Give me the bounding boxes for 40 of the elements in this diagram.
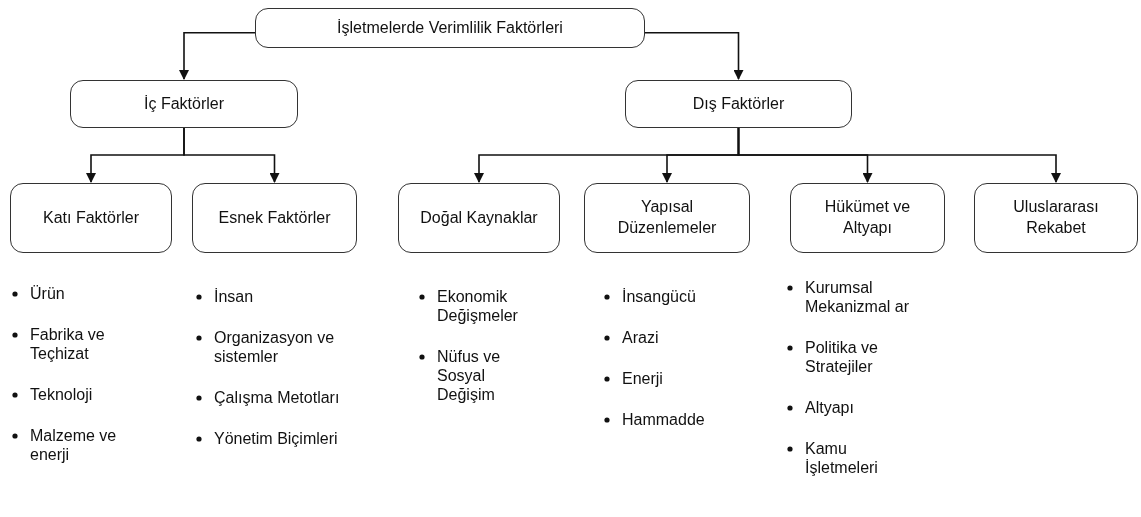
factor-box: [10, 183, 172, 253]
bullet-item: Çalışma Metotları: [214, 389, 340, 406]
factor-box: [584, 183, 750, 253]
factor-box: [625, 80, 852, 128]
box-label: Hükümet ve Altyapı: [823, 197, 912, 238]
bullet-item: Fabrika ve Teçhizat: [30, 326, 105, 362]
arrow: [644, 32, 744, 80]
bullet-item: Kurumsal Mekanizmal ar: [805, 279, 910, 315]
bullet-item: Politika ve Stratejiler: [805, 339, 878, 375]
bullet-item: Hammadde: [622, 411, 705, 428]
box-label: İç Faktörler: [144, 93, 224, 114]
factor-box: [255, 8, 645, 48]
arrow: [183, 127, 280, 183]
box-label: Uluslararası Rekabet: [1012, 197, 1100, 238]
bullet-item: Ekonomik Değişmeler: [437, 288, 518, 324]
factor-box: [398, 183, 560, 253]
bullet-item: İnsan: [214, 288, 254, 305]
box-label: Yapısal Düzenlemeler: [616, 197, 718, 238]
bullet-item: Malzeme ve enerji: [30, 427, 117, 463]
arrow: [179, 32, 256, 80]
arrow: [737, 127, 1061, 183]
bullet-item: Kamu İşletmeleri: [805, 440, 878, 476]
factor-box: [974, 183, 1138, 253]
bullet-item: Yönetim Biçimleri: [214, 430, 338, 447]
box-label: Katı Faktörler: [43, 207, 139, 228]
bullet-item: Enerji: [622, 370, 663, 387]
bullet-item: Teknoloji: [30, 386, 93, 403]
bullet-item: Arazi: [622, 329, 659, 346]
box-label: Dış Faktörler: [692, 93, 785, 114]
box-label: İşletmelerde Verimlilik Faktörleri: [337, 17, 563, 38]
bullet-item: İnsangücü: [622, 288, 696, 305]
factor-box: [70, 80, 298, 128]
bullet-item: Organizasyon ve sistemler: [214, 329, 335, 365]
bullet-item: Ürün: [30, 285, 65, 302]
box-label: Doğal Kaynaklar: [420, 207, 538, 228]
factor-box: [790, 183, 945, 253]
bullet-item: Altyapı: [805, 399, 854, 416]
box-label: Esnek Faktörler: [218, 207, 331, 228]
bullet-item: Nüfus ve Sosyal Değişim: [437, 348, 501, 403]
factor-box: [192, 183, 357, 253]
